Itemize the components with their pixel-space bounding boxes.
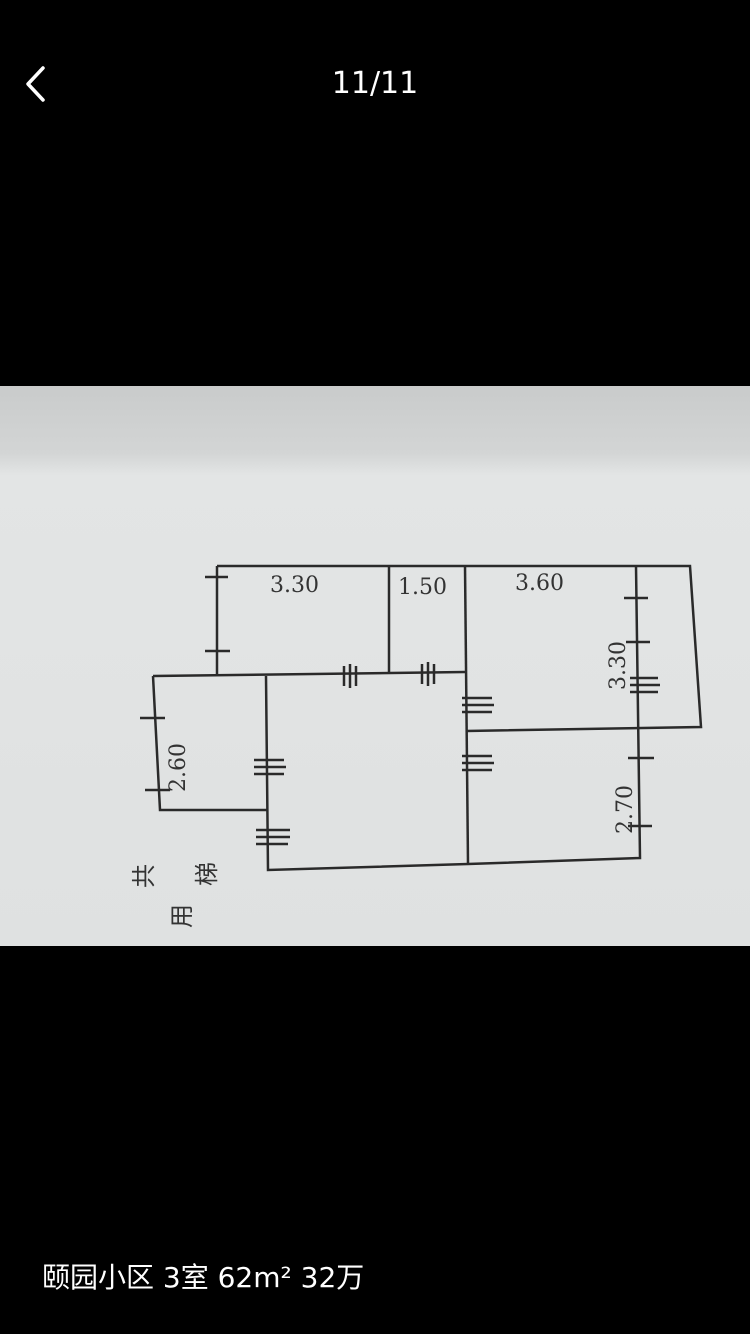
- floorplan-walls: [140, 564, 703, 872]
- dim-label: 3.30: [606, 641, 631, 690]
- stair-label: 梯: [193, 862, 221, 886]
- image-counter: 11/11: [331, 66, 419, 101]
- dim-label: 3.60: [515, 571, 564, 596]
- photo-caption: 颐园小区 3室 62m² 32万: [42, 1261, 365, 1294]
- dim-label: 1.50: [398, 575, 447, 600]
- dim-label: 2.60: [166, 743, 191, 792]
- back-button[interactable]: [18, 62, 62, 106]
- floorplan-photo[interactable]: 3.30 1.50 3.60 3.30 2.70 2.60 共 用 梯: [0, 386, 750, 946]
- floorplan-image: 3.30 1.50 3.60 3.30 2.70 2.60 共 用 梯: [0, 386, 750, 946]
- stair-label: 共: [130, 864, 158, 888]
- stair-label: 用: [168, 904, 196, 928]
- dim-label: 3.30: [270, 573, 319, 598]
- chevron-left-icon: [26, 66, 45, 102]
- dim-label: 2.70: [613, 785, 638, 834]
